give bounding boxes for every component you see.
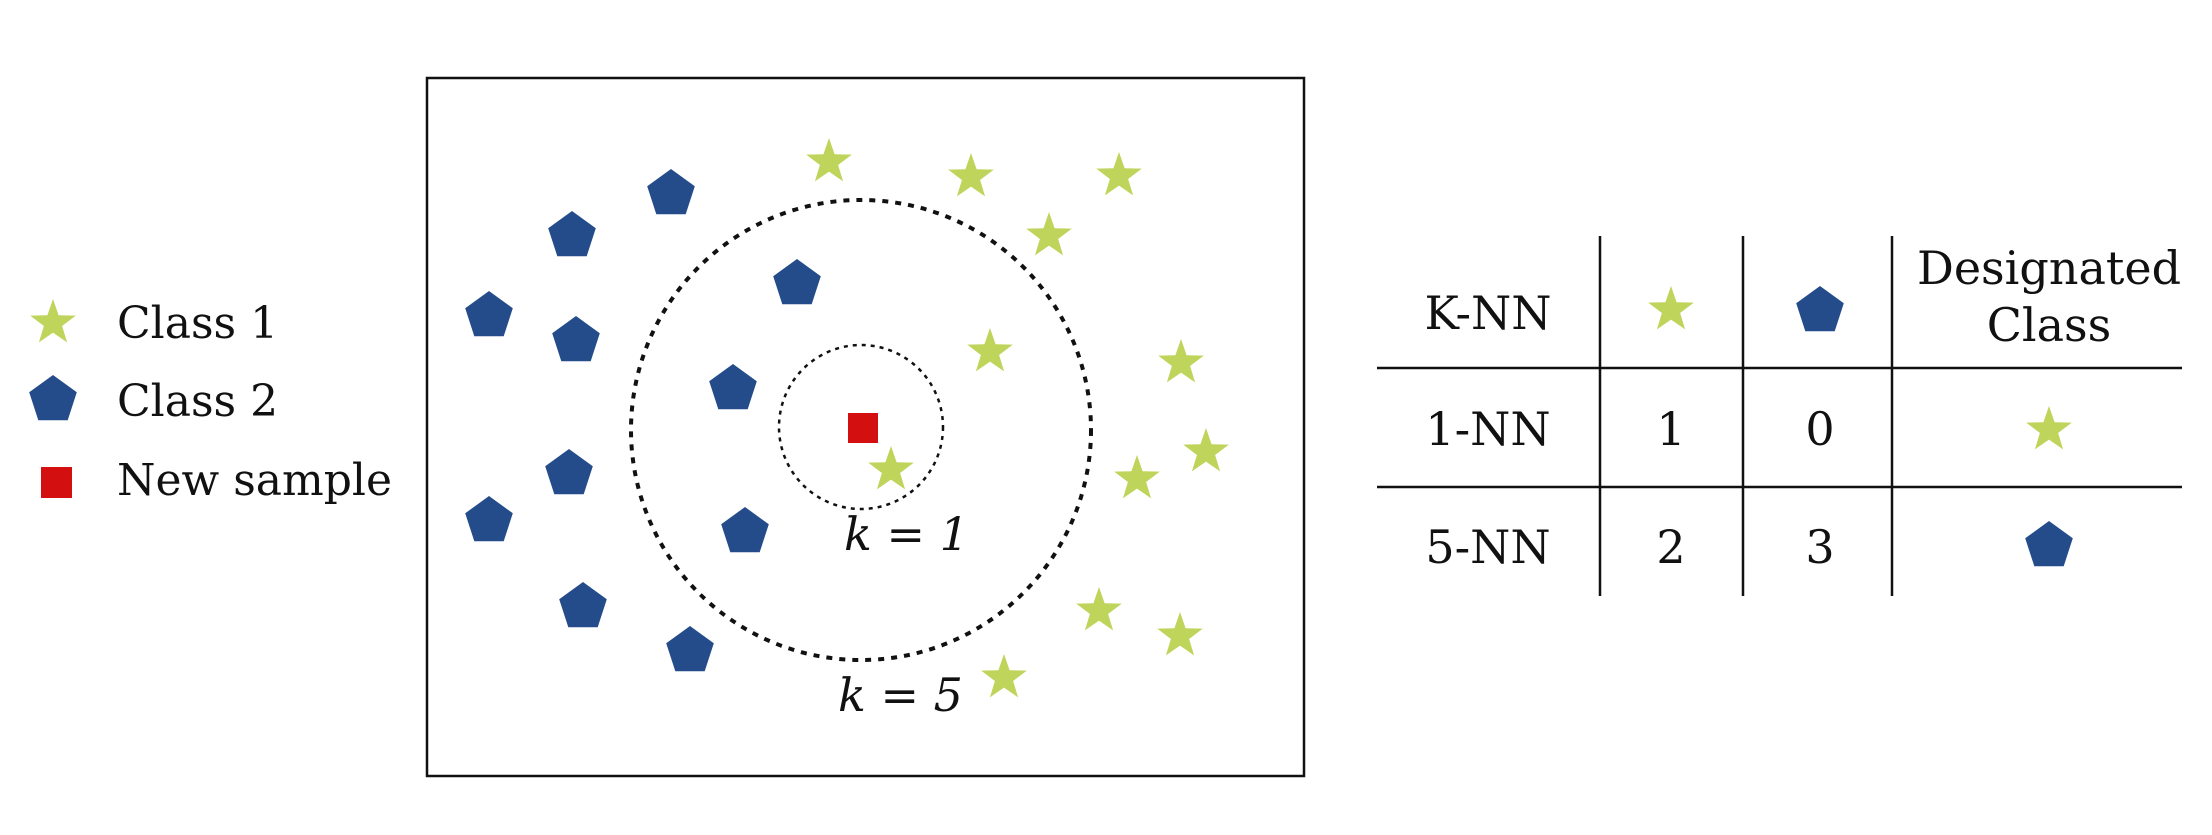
class1-star-icon xyxy=(806,138,852,182)
header-designated-line1: Designated xyxy=(1917,241,2181,295)
class2-pentagon-icon xyxy=(559,582,607,628)
scatter-plot: k = 1 k = 5 xyxy=(425,76,1306,778)
plot-frame xyxy=(425,76,1306,778)
header-class1-star-icon xyxy=(1648,286,1694,330)
row2-class1-count: 2 xyxy=(1656,520,1685,574)
class2-pentagon-icon xyxy=(465,291,513,337)
class1-star-icon xyxy=(1076,587,1122,631)
legend-new-sample-label: New sample xyxy=(117,455,392,506)
class1-star-icon xyxy=(1183,428,1229,472)
class2-pentagon-icon xyxy=(552,316,600,362)
class1-star-icon xyxy=(1096,152,1142,196)
class2-pentagon-icon xyxy=(465,496,513,542)
row1-designated-star-icon xyxy=(2026,406,2072,450)
legend-class1-star-icon xyxy=(30,299,76,343)
class2-pentagon-icon xyxy=(548,211,596,257)
legend-new-sample-square-icon xyxy=(41,467,72,498)
legend-class2-label: Class 2 xyxy=(117,376,278,427)
class1-star-icon xyxy=(967,328,1013,372)
class2-pentagon-icon xyxy=(666,626,714,672)
k5-label: k = 5 xyxy=(838,668,963,722)
legend-class1-label: Class 1 xyxy=(117,298,278,349)
class1-star-icon xyxy=(1158,339,1204,383)
header-knn: K-NN xyxy=(1424,286,1551,340)
knn-results-table: K-NN Designated Class 1-NN 1 0 5-NN 2 3 xyxy=(1377,236,2182,596)
row2-class2-count: 3 xyxy=(1805,520,1834,574)
header-designated-line2: Class xyxy=(1987,298,2112,352)
row1-class2-count: 0 xyxy=(1805,402,1834,456)
class2-pentagon-icon xyxy=(647,169,695,215)
class2-pentagon-icon xyxy=(709,364,757,410)
class1-star-icon xyxy=(981,654,1027,698)
k1-neighborhood-circle xyxy=(777,343,945,511)
class2-pentagon-icon xyxy=(773,259,821,305)
legend-class2-pentagon-icon xyxy=(29,375,77,421)
row2-designated-pentagon-icon xyxy=(2025,521,2073,567)
row1-k: 1-NN xyxy=(1425,402,1550,456)
class1-star-icon xyxy=(1114,455,1160,499)
legend: Class 1 Class 2 New sample xyxy=(29,298,392,506)
class2-pentagon-icon xyxy=(721,507,769,553)
class1-star-icon xyxy=(1157,612,1203,656)
class1-star-icon xyxy=(948,153,994,197)
class2-pentagon-icon xyxy=(545,449,593,495)
row2-k: 5-NN xyxy=(1425,520,1550,574)
class1-star-icon xyxy=(1026,212,1072,256)
k1-label: k = 1 xyxy=(844,507,969,561)
new-sample-square-icon xyxy=(848,413,878,443)
header-class2-pentagon-icon xyxy=(1796,286,1844,332)
k5-neighborhood-circle xyxy=(629,198,1093,662)
class1-star-icon xyxy=(868,446,914,490)
row1-class1-count: 1 xyxy=(1656,402,1685,456)
